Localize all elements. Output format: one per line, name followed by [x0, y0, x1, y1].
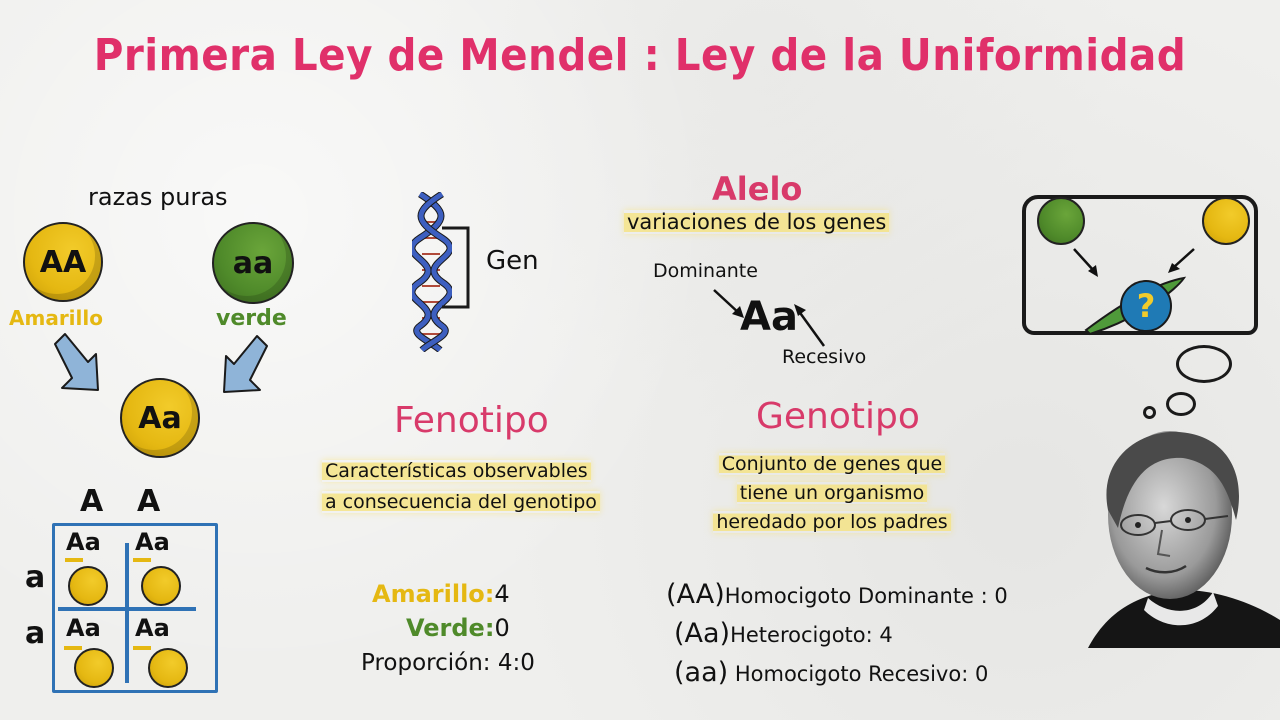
genotype-count: : 0: [961, 662, 989, 686]
side-gamete-1: a: [25, 560, 46, 595]
dominant-underline: [65, 558, 83, 562]
punnett-cell-4-pea: [148, 648, 188, 688]
punnett-cell-1-pea: [68, 566, 108, 606]
mendel-portrait-image: [1088, 431, 1280, 648]
genotype-code: (AA): [666, 579, 725, 610]
parent2-genotype: aa: [232, 245, 274, 281]
top-gamete-1: A: [80, 484, 104, 519]
page-title: Primera Ley de Mendel : Ley de la Unifor…: [93, 30, 1187, 81]
genotipo-definition: Conjunto de genes que tiene un organismo…: [712, 450, 952, 537]
verde-result-label: Verde:: [406, 614, 495, 642]
alelo-example: Aa: [740, 294, 798, 340]
amarillo-label: Amarillo: [9, 306, 103, 330]
genotype-result-row: (Aa)Heterocigoto: 4: [666, 615, 1008, 654]
genotype-name: Homocigoto Dominante: [724, 584, 974, 608]
recesivo-label: Recesivo: [782, 346, 867, 368]
fenotipo-definition: Características observables a consecuenc…: [322, 456, 600, 518]
punnett-cell-3-pea: [74, 648, 114, 688]
proporcion-result: Proporción: 4:0: [361, 650, 535, 676]
gene-bracket-icon: [442, 226, 470, 309]
verde-label: verde: [216, 306, 287, 331]
amarillo-result-value: 4: [494, 580, 510, 608]
genotipo-definition-line2: tiene un organismo: [736, 482, 928, 504]
dominant-underline: [64, 646, 82, 650]
yellow-pea-icon: [1202, 197, 1250, 245]
amarillo-result: Amarillo:4: [372, 580, 510, 608]
punnett-cell-4-genotype: Aa: [135, 614, 170, 642]
genotype-code: (Aa): [674, 618, 731, 649]
genotype-result-row: (AA)Homocigoto Dominante : 0: [666, 576, 1008, 615]
fenotipo-definition-line1: Características observables: [322, 460, 591, 482]
thought-bubble-dot-large: [1176, 345, 1232, 383]
dna-helix-icon: [412, 192, 452, 352]
green-pea-icon: [1037, 197, 1085, 245]
razas-puras-label: razas puras: [88, 183, 228, 211]
fenotipo-definition-line2: a consecuencia del genotipo: [322, 491, 600, 513]
genotipo-definition-line3: heredado por los padres: [713, 511, 951, 533]
thought-bubble-dot-medium: [1166, 392, 1196, 416]
punnett-cell-2-pea: [141, 566, 181, 606]
verde-result: Verde:0: [406, 614, 510, 642]
dominant-underline: [133, 558, 151, 562]
gen-label: Gen: [486, 246, 539, 276]
arrow-to-recessive-icon: [794, 304, 826, 347]
genotype-count: : 0: [980, 584, 1008, 608]
verde-result-value: 0: [494, 614, 510, 642]
alelo-definition-text: variaciones de los genes: [624, 210, 890, 234]
arrow-to-dominant-icon: [713, 289, 744, 318]
question-icon: ?: [1120, 280, 1172, 332]
genotipo-title: Genotipo: [756, 396, 920, 437]
alelo-title: Alelo: [712, 170, 803, 208]
side-gamete-2: a: [25, 616, 46, 651]
amarillo-result-label: Amarillo:: [372, 580, 495, 608]
parent-aa-dominant-ball: AA: [23, 222, 103, 302]
punnett-divider-horizontal: [58, 607, 196, 611]
punnett-divider-vertical: [125, 543, 129, 683]
fenotipo-title: Fenotipo: [394, 400, 549, 441]
genotype-name: Heterocigoto: [730, 623, 866, 647]
thought-bubble: [1022, 195, 1258, 335]
genotype-results-list: (AA)Homocigoto Dominante : 0 (Aa)Heteroc…: [666, 576, 1008, 693]
proporcion-value: 4:0: [497, 650, 535, 676]
genotype-count: : 4: [865, 623, 893, 647]
arrow-down-right-icon: [54, 333, 99, 391]
genotype-name: Homocigoto Recesivo: [734, 662, 962, 686]
punnett-cell-1-genotype: Aa: [66, 528, 101, 556]
arrow-down-left-icon: [223, 335, 268, 393]
dominante-label: Dominante: [653, 260, 758, 282]
parent1-genotype: AA: [39, 244, 87, 280]
merge-arrows-icon: [1073, 248, 1195, 277]
genotipo-definition-line1: Conjunto de genes que: [718, 453, 946, 475]
parent-aa-recessive-ball: aa: [212, 222, 294, 304]
thought-bubble-dot-small: [1143, 406, 1156, 419]
dominant-underline: [133, 646, 151, 650]
punnett-cell-2-genotype: Aa: [135, 528, 170, 556]
genotype-result-row: (aa) Homocigoto Recesivo: 0: [666, 654, 1008, 693]
offspring-genotype: Aa: [138, 400, 182, 436]
genotype-code: (aa): [674, 657, 729, 688]
offspring-ball: Aa: [120, 378, 200, 458]
proporcion-label: Proporción:: [361, 650, 491, 676]
punnett-cell-3-genotype: Aa: [66, 614, 101, 642]
alelo-definition: variaciones de los genes: [624, 210, 890, 234]
top-gamete-2: A: [137, 484, 161, 519]
punnett-square: [52, 523, 218, 693]
